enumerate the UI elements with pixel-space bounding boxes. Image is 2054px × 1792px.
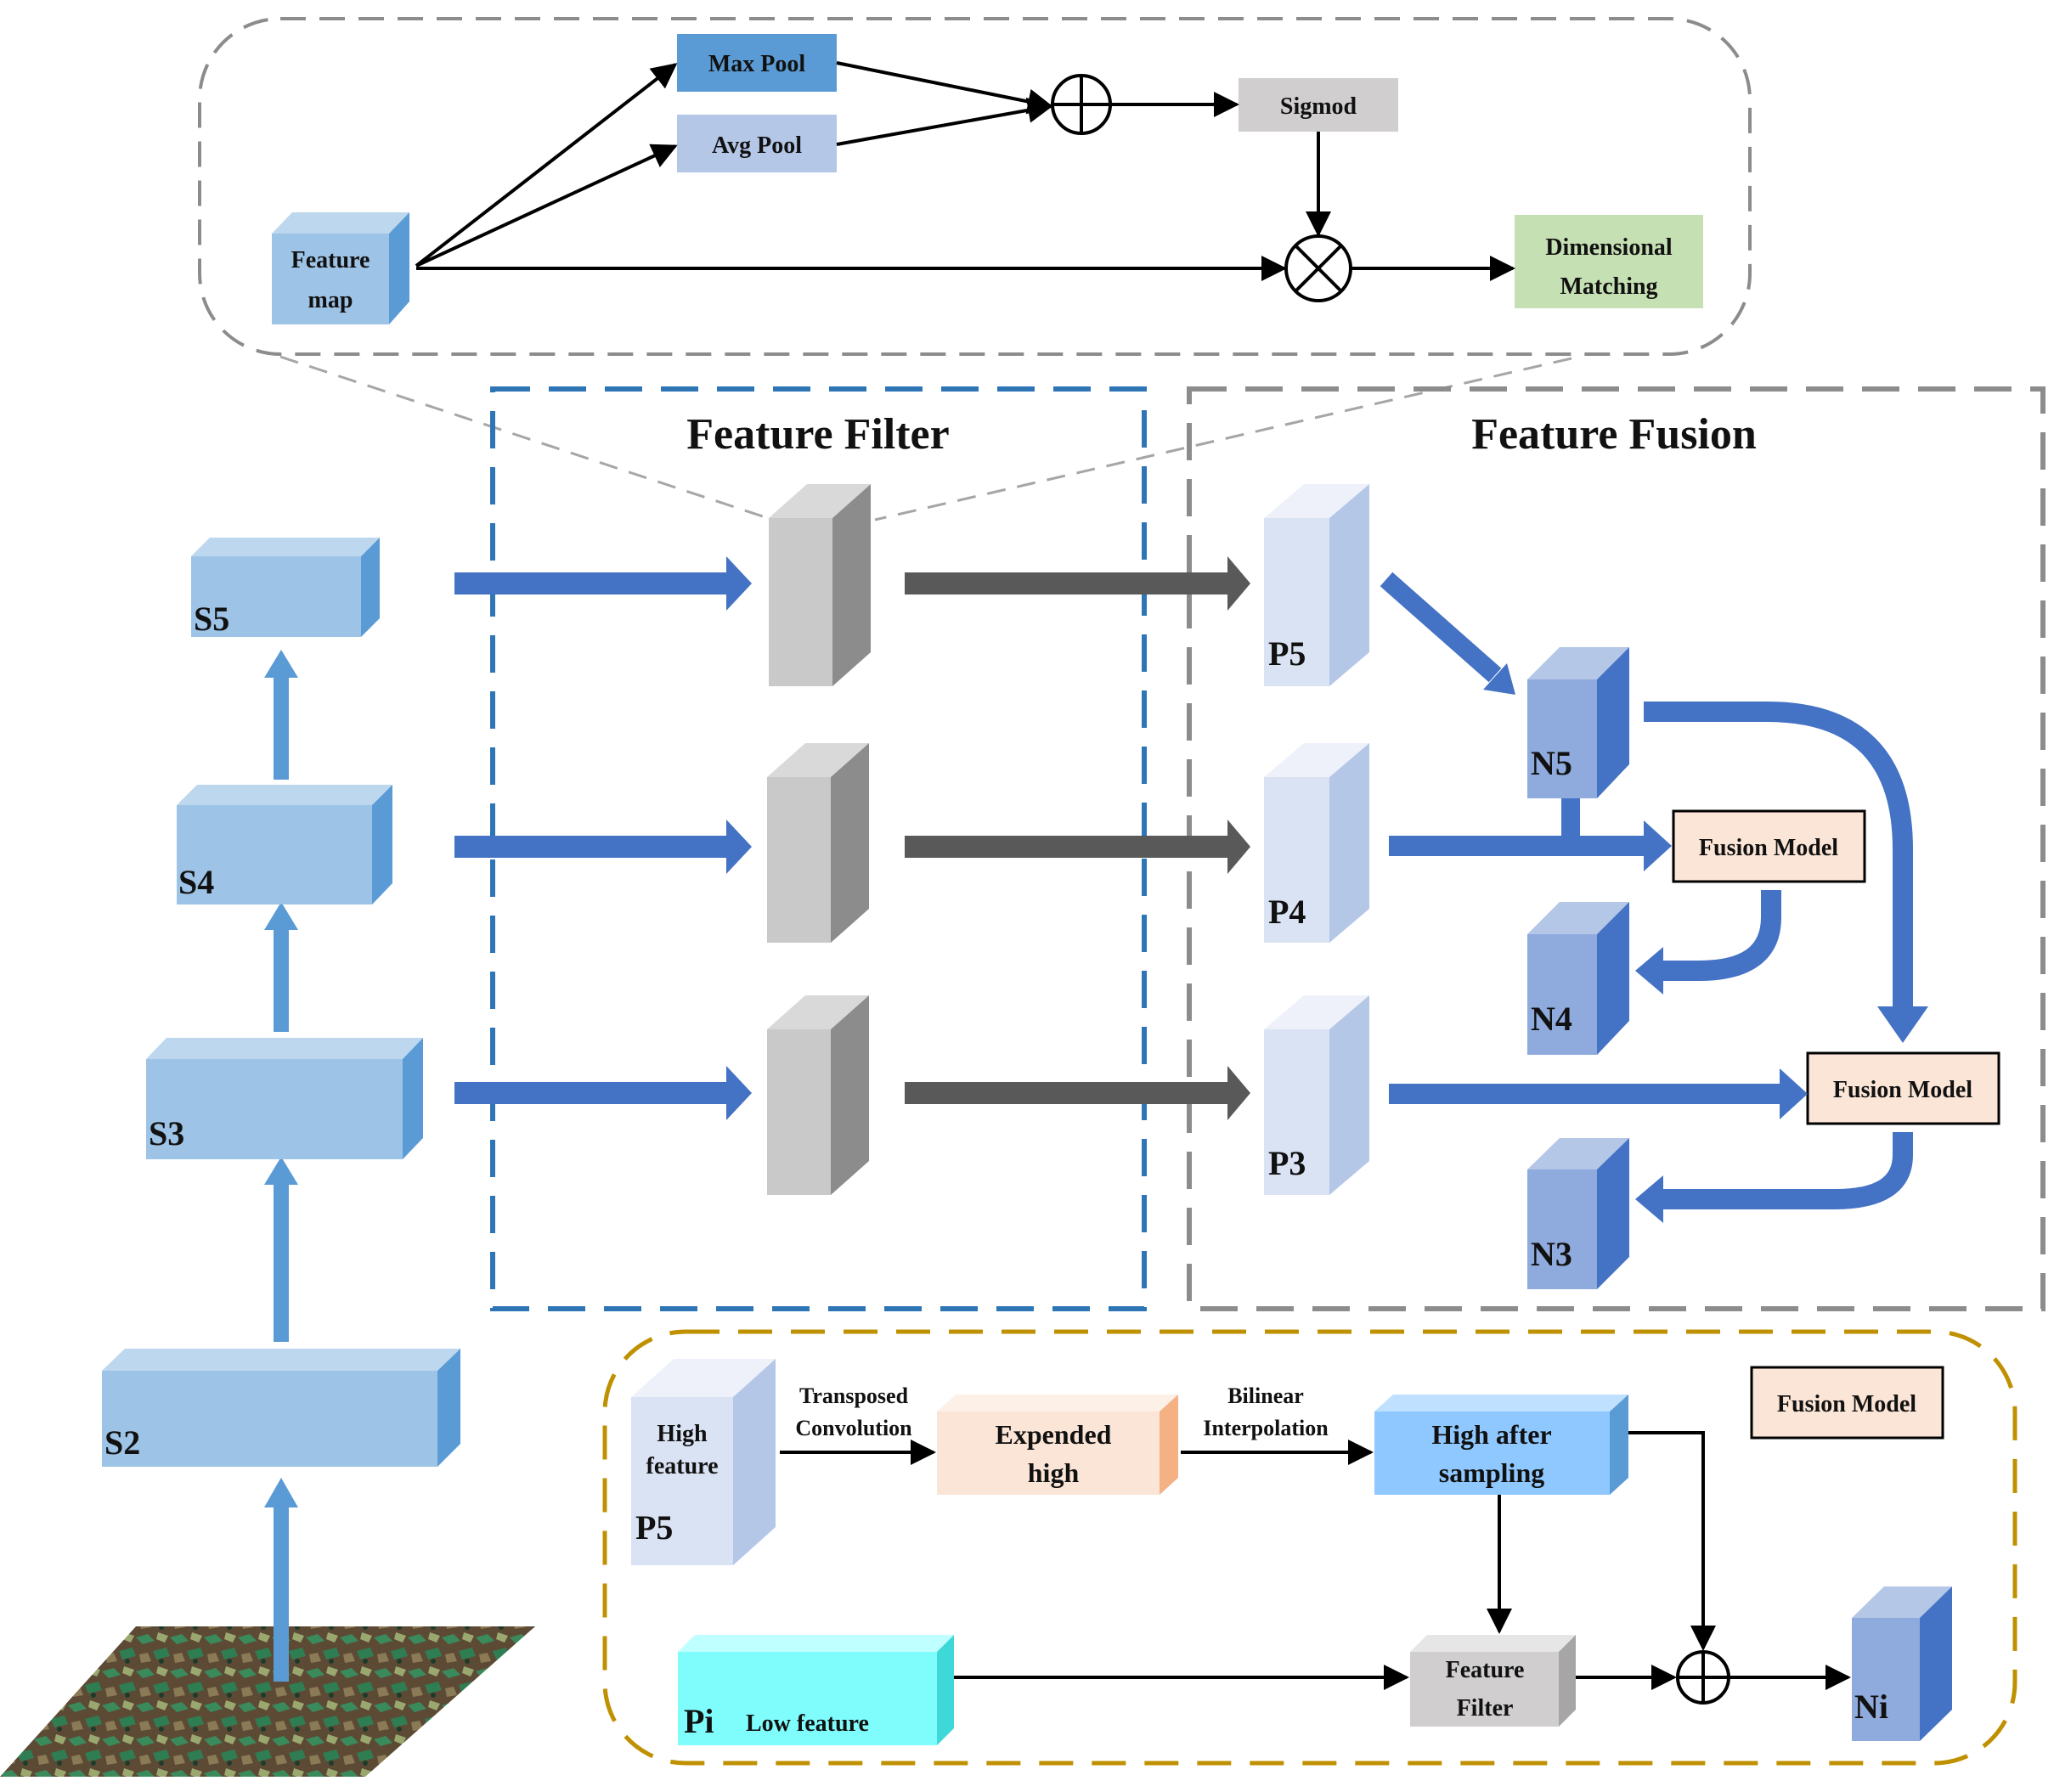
s3-label: S3 [149,1114,184,1152]
attention-module: Feature map Max Pool Avg Pool Sigmod Dim… [198,17,1752,521]
p5-label: P5 [1268,634,1306,673]
expended-high-label-1: Expended [996,1419,1112,1450]
feature-map-box: Feature map [272,212,409,324]
filter-column [454,484,1250,1195]
dimensional-matching-label-1: Dimensional [1545,234,1673,261]
max-pool-box [677,34,837,92]
s2-label: S2 [104,1423,140,1462]
ni-box: Ni [1852,1586,1952,1741]
filter-block-bottom [767,995,869,1195]
s5-label: S5 [194,600,229,638]
s5-block: S5 [191,538,380,638]
pi-label: Pi [684,1702,714,1740]
filter-to-p-arrows [905,556,1250,1120]
high-feature-label-1: High [657,1421,708,1447]
feature-map-label-2: map [308,287,353,313]
s4-block: S4 [177,785,392,904]
dimensional-matching-box [1515,215,1703,308]
max-pool-label: Max Pool [708,51,806,77]
fusion-detail-frame [602,1329,2017,1766]
s4-label: S4 [178,863,214,901]
fusion-detail-title: Fusion Model [1777,1391,1916,1417]
n3-block: N3 [1527,1138,1629,1289]
add-icon [1051,74,1112,135]
high-feature-label-2: feature [646,1453,719,1479]
s-to-filter-arrows [454,556,752,1120]
fusion-model-label-lower: Fusion Model [1833,1077,1972,1103]
s2-block: S2 [102,1349,460,1467]
sigmoid-box [1239,78,1398,132]
filter-block-top [769,484,871,686]
sigmoid-label: Sigmod [1280,93,1357,120]
p3-label: P3 [1268,1144,1306,1182]
input-image [0,1626,535,1777]
attention-dashed-frame [198,17,1752,356]
detail-p5-label: P5 [635,1508,673,1547]
n4-label: N4 [1531,1000,1572,1038]
fusion-detail: Fusion Model High feature P5 Transposed … [602,1329,2017,1766]
multiply-icon [1284,234,1352,302]
s3-block: S3 [146,1038,423,1159]
fusion-model-box-lower [1806,1051,2000,1125]
high-after-sampling-box: High after sampling [1374,1395,1628,1495]
backbone-arrows [264,650,298,1682]
detail-feature-filter-box: Feature Filter [1410,1635,1576,1727]
high-after-sampling-label-2: sampling [1439,1457,1544,1488]
n5-label: N5 [1531,744,1572,782]
detail-feature-filter-label-2: Filter [1457,1695,1514,1722]
expended-high-label-2: high [1028,1457,1080,1488]
fusion-arrows [1380,572,1928,1223]
dimensional-matching-label-2: Matching [1560,273,1657,300]
zoom-lines [279,355,1572,521]
n4-block: N4 [1527,902,1629,1055]
low-feature-label: Low feature [746,1710,869,1737]
low-feature-box: Pi Low feature [678,1635,954,1745]
expended-high-box: Expended high [937,1395,1178,1495]
bilinear-label-2: Interpolation [1203,1416,1329,1440]
fusion-model-box-upper [1672,809,1866,883]
feature-map-label-1: Feature [291,247,370,273]
p4-label: P4 [1268,893,1306,931]
filter-block-middle [767,743,869,943]
high-after-sampling-label-1: High after [1431,1419,1551,1450]
detail-add-icon [1676,1650,1730,1705]
attention-arrows [415,61,1515,281]
n3-label: N3 [1531,1235,1572,1273]
feature-filter-title: Feature Filter [686,410,949,459]
avg-pool-label: Avg Pool [712,132,802,159]
fusion-column: P5 P4 P3 N5 N4 [1264,484,2000,1289]
transposed-label-1: Transposed [799,1383,909,1408]
detail-arrows [780,1431,1851,1690]
fusion-model-label-upper: Fusion Model [1699,835,1838,861]
feature-fusion-title: Feature Fusion [1471,410,1757,459]
n5-block: N5 [1527,647,1629,798]
p4-block: P4 [1264,743,1369,943]
high-feature-box: High feature P5 [631,1359,776,1565]
fusion-detail-title-box [1750,1366,1944,1440]
avg-pool-box [677,115,837,172]
bilinear-label-1: Bilinear [1227,1383,1304,1408]
p3-block: P3 [1264,995,1369,1195]
p5-block: P5 [1264,484,1369,686]
detail-feature-filter-label-1: Feature [1446,1657,1525,1683]
backbone: S5 S4 S3 S2 [0,538,535,1777]
transposed-label-2: Convolution [795,1416,912,1440]
ni-label: Ni [1854,1688,1888,1726]
